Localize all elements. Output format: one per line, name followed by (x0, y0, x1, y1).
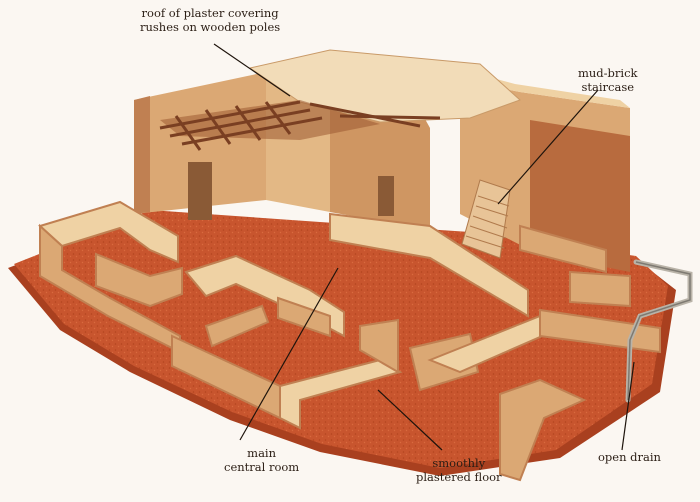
roof-beams (159, 100, 441, 151)
drain-leader (621, 361, 635, 451)
floor-leader (377, 389, 443, 451)
label-central-room: main central room (224, 446, 300, 474)
low-walls (38, 200, 661, 482)
label-open-drain: open drain (598, 450, 661, 464)
label-plastered-floor: smoothly plastered floor (416, 456, 502, 484)
doorway (188, 162, 212, 220)
staircase-leader (497, 89, 599, 205)
roof (159, 49, 521, 151)
central-room-leader (239, 267, 339, 441)
roof-leader (213, 43, 291, 97)
label-staircase: mud-brick staircase (578, 66, 638, 94)
label-roof: roof of plaster covering rushes on woode… (140, 6, 281, 34)
doorway (378, 176, 394, 216)
leader-lines (213, 43, 635, 451)
